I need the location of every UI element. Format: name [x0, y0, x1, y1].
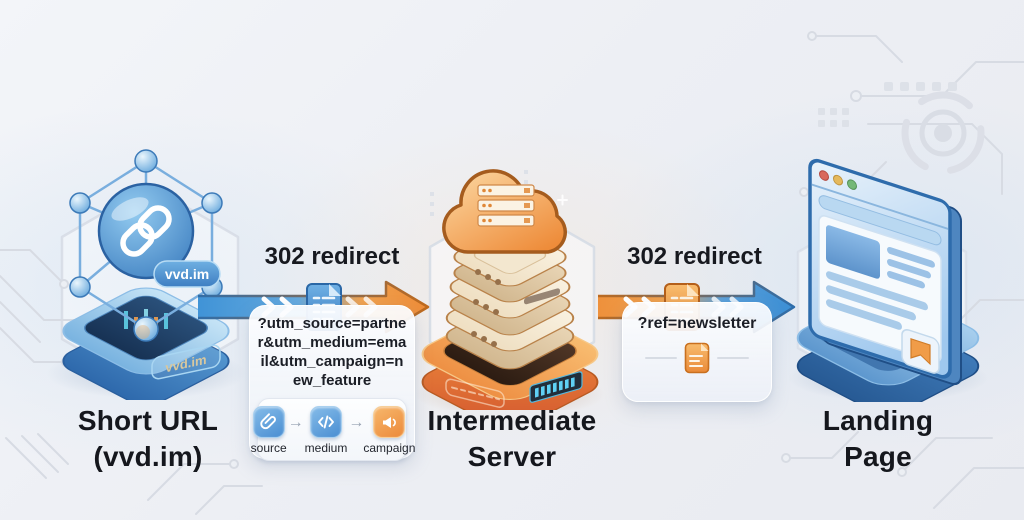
utm-step-campaign: campaign [363, 405, 416, 455]
chain-link-icon [120, 205, 172, 257]
short-url-label: Short URL (vvd.im) [18, 403, 278, 476]
landing-page-label-line1: Landing [822, 405, 934, 436]
bookmark-tile [901, 329, 940, 374]
server-stack [445, 227, 575, 370]
circuit-target [901, 91, 985, 175]
platform-label-plate [445, 378, 505, 408]
utm-step-label: source [250, 440, 287, 455]
redirect-title-1: 302 redirect [264, 243, 400, 270]
redirect-title-2: 302 redirect [627, 243, 762, 270]
network-graph-nodes [69, 149, 223, 342]
divider [717, 357, 749, 359]
link-badge [97, 182, 195, 280]
browser-window-icon [808, 158, 962, 386]
short-url-label-line2: (vvd.im) [93, 441, 203, 473]
cloud-icon [442, 169, 568, 254]
document-icon [684, 342, 710, 374]
landing-page-label-line2: Page [844, 441, 912, 473]
intermediate-server-illustration [415, 169, 605, 410]
svg-text:vvd.im: vvd.im [165, 266, 209, 282]
short-url-label-line1: Short URL [77, 405, 219, 436]
intermediate-server-label-line2: Server [467, 441, 557, 473]
utm-pipeline-card: source → medium → [251, 397, 415, 461]
platform-name-plate: vvd.im [151, 344, 221, 380]
megaphone-icon [373, 405, 406, 438]
browser-window [808, 158, 952, 379]
utm-step-label: medium [304, 440, 348, 455]
utm-params-text: ?utm_source=partner&utm_medium=email&utm… [257, 315, 407, 389]
intermediate-server-label: Intermediate Server [392, 403, 632, 476]
text-lines [826, 246, 935, 330]
newsletter-doc-row [623, 342, 771, 374]
step-arrow-icon: → [287, 413, 304, 431]
code-icon [310, 405, 343, 438]
utm-step-medium: medium [304, 405, 348, 455]
landing-page-illustration [788, 158, 988, 402]
traffic-lights [819, 170, 857, 190]
utm-annotation-card: ?utm_source=partner&utm_medium=email&utm… [249, 305, 415, 461]
led-display [529, 371, 583, 403]
ref-params-text: ?ref=newsletter [637, 315, 757, 332]
circuit-pads [430, 82, 957, 216]
bookmark-flag-icon [910, 338, 931, 366]
paperclip-icon [252, 405, 285, 438]
newsletter-annotation-card: ?ref=newsletter [622, 302, 772, 402]
divider [645, 357, 677, 359]
hero-image-placeholder [826, 225, 880, 279]
step-arrow-icon: → [348, 413, 365, 431]
url-bar [818, 195, 942, 246]
utm-step-label: campaign [363, 440, 416, 455]
sparkle-icon [557, 194, 568, 206]
landing-page-label: Landing Page [766, 403, 990, 476]
short-url-illustration: vvd.im vvd.im [46, 149, 246, 400]
utm-step-source: source [250, 405, 287, 455]
cloud-server-bars [477, 184, 535, 227]
vvdim-badge: vvd.im [153, 260, 221, 288]
intermediate-server-label-line1: Intermediate [427, 405, 597, 436]
